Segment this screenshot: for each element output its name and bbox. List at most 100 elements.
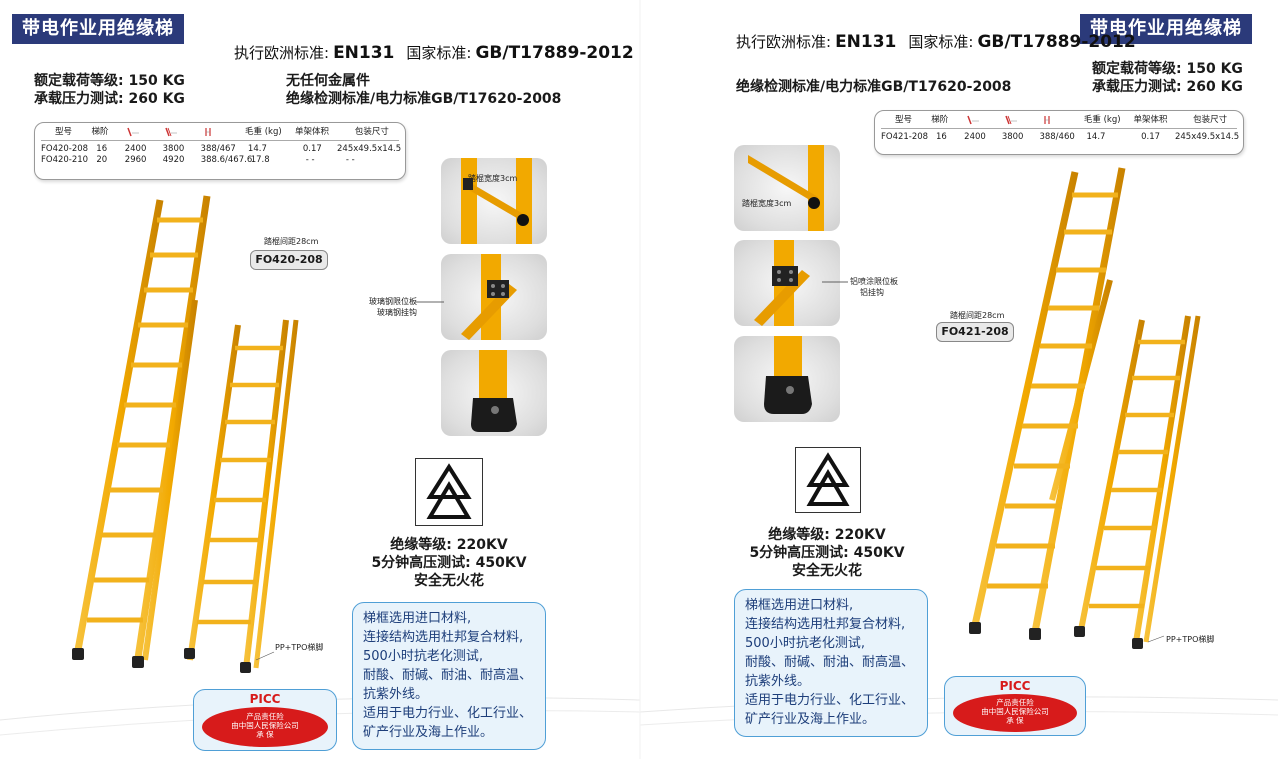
cell-weight: 17.8 (250, 155, 270, 165)
th-weight: 毛重 (kg) (245, 127, 282, 137)
picc-title: PICC (999, 679, 1031, 693)
feature-line: 适用于电力行业、化工行业、 (363, 706, 533, 721)
picc-line: 承 保 (256, 730, 274, 739)
right-limit-plate-label: 铝喷涂限位板 铝挂钩 (850, 276, 898, 298)
left-spark-free: 安全无火花 (414, 573, 484, 589)
left-limit-plate-label: 玻璃钢限位板 玻璃钢挂钩 (369, 296, 417, 318)
feature-line: 矿产行业及海上作业。 (363, 725, 494, 740)
left-picc-badge: PICC 产品责任险 由中国人民保险公司 承 保 (193, 689, 337, 751)
left-no-metal: 无任何金属件 (286, 73, 370, 89)
th-width-icon (203, 123, 245, 140)
left-hook-text: 玻璃钢挂钩 (377, 308, 417, 317)
cell-open: 4920 (162, 155, 185, 165)
left-callout-line (416, 301, 444, 303)
cell-model: FO420-208 (41, 144, 89, 154)
left-spec-table: 型号 梯阶 毛重 (kg) 单架体积 包装尺寸 FO420-208 16 240… (34, 122, 406, 180)
left-cn-label: 国家标准: (406, 44, 472, 62)
th-volume: 单架体积 (1133, 115, 1168, 125)
feature-line: 梯框选用进口材料, (745, 598, 854, 613)
feature-line: 抗紫外线。 (363, 687, 429, 702)
cell-closed: 2400 (964, 132, 986, 142)
left-eu-label: 执行欧洲标准: (234, 44, 330, 62)
right-hv-test: 5分钟高压测试: 450KV (749, 545, 905, 561)
right-ladder-illustration (969, 167, 1201, 649)
th-package: 包装尺寸 (1193, 115, 1228, 125)
cell-volume: 0.17 (302, 144, 322, 154)
double-triangle-icon (426, 463, 472, 519)
feature-line: 矿产行业及海上作业。 (745, 712, 876, 727)
right-features-box: 梯框选用进口材料, 连接结构选用杜邦复合材料, 500小时抗老化测试, 耐酸、耐… (734, 589, 928, 737)
left-model-tag: FO420-208 (250, 250, 328, 270)
cell-open: 3800 (162, 144, 185, 154)
right-picc-badge: PICC 产品责任险 由中国人民保险公司 承 保 (944, 676, 1086, 736)
right-cn-value: GB/T17889-2012 (977, 32, 1136, 52)
picc-line: 承 保 (1006, 716, 1024, 725)
cell-open: 3800 (1001, 132, 1024, 142)
left-rung-spacing-label: 踏棍间距28cm (264, 237, 319, 246)
right-insulation-symbol (795, 447, 861, 513)
left-insulation-level: 绝缘等级: 220KV (390, 537, 508, 553)
left-ladder-illustration (72, 195, 299, 673)
right-spark-free: 安全无火花 (792, 563, 862, 579)
left-features-box: 梯框选用进口材料, 连接结构选用杜邦复合材料, 500小时抗老化测试, 耐酸、耐… (352, 602, 546, 750)
left-pressure-test: 承载压力测试: 260 KG (34, 91, 185, 107)
left-hv-test: 5分钟高压测试: 450KV (371, 555, 527, 571)
th-width-icon (1042, 111, 1084, 128)
picc-line: 由中国人民保险公司 (231, 721, 299, 730)
left-banner: 带电作业用绝缘梯 (12, 14, 184, 44)
left-load-rating: 额定载荷等级: 150 KG (34, 73, 185, 89)
picc-oval: 产品责任险 由中国人民保险公司 承 保 (202, 707, 328, 747)
right-photo-foot (734, 336, 840, 422)
left-test-standard: 绝缘检测标准/电力标准GB/T17620-2008 (286, 91, 562, 107)
right-feet-label: PP+TPO梯脚 (1166, 635, 1215, 644)
right-callout-line (822, 281, 848, 283)
left-cn-value: GB/T17889-2012 (475, 43, 634, 63)
th-length-closed-icon (126, 123, 164, 140)
cell-package: 245x49.5x14.5 (1174, 132, 1240, 142)
right-table-header: 型号 梯阶 毛重 (kg) 单架体积 包装尺寸 (881, 111, 1237, 129)
right-photo-hook (734, 240, 840, 326)
right-banner: 带电作业用绝缘梯 (1080, 14, 1252, 44)
cell-steps: 20 (96, 155, 108, 165)
right-rung-width-label: 踏棍宽度3cm (742, 199, 792, 208)
th-steps: 梯阶 (931, 115, 949, 125)
cell-closed: 2960 (124, 155, 147, 165)
th-length-closed-icon (966, 111, 1004, 128)
double-triangle-icon (806, 452, 850, 506)
right-hook-text: 铝挂钩 (860, 288, 884, 297)
th-weight: 毛重 (kg) (1083, 115, 1121, 125)
feature-line: 500小时抗老化测试, (363, 649, 483, 664)
right-insulation-level: 绝缘等级: 220KV (768, 527, 886, 543)
feature-line: 连接结构选用杜邦复合材料, (363, 630, 524, 645)
right-load-rating: 额定载荷等级: 150 KG (1092, 61, 1243, 77)
th-volume: 单架体积 (294, 127, 329, 137)
table-row: FO421-208 16 2400 3800 388/460 14.7 0.17… (881, 132, 1240, 143)
left-photo-foot (441, 350, 547, 436)
picc-oval: 产品责任险 由中国人民保险公司 承 保 (953, 694, 1077, 732)
left-feet-label: PP+TPO梯脚 (275, 643, 324, 652)
feature-line: 耐酸、耐碱、耐油、耐高温、 (745, 655, 915, 670)
cell-width: 388.6/467.6 (200, 155, 253, 165)
cell-package: - - (345, 155, 355, 165)
cell-weight: 14.7 (247, 144, 267, 154)
cell-package: 245x49.5x14.5 (337, 144, 402, 154)
left-rung-width-label: 踏棍宽度3cm (468, 174, 518, 183)
tall-ladder (72, 195, 211, 668)
feature-line: 抗紫外线。 (745, 674, 811, 689)
right-spec-table: 型号 梯阶 毛重 (kg) 单架体积 包装尺寸 FO421-208 16 240… (874, 110, 1244, 155)
cell-volume: - - (305, 155, 315, 165)
picc-line: 由中国人民保险公司 (981, 707, 1049, 716)
left-eu-value: EN131 (333, 43, 395, 63)
short-ladder (1074, 315, 1201, 649)
th-length-open-icon (164, 123, 202, 140)
cell-weight: 14.7 (1086, 132, 1106, 142)
picc-line: 产品责任险 (246, 712, 284, 721)
cell-width: 388/460 (1039, 132, 1075, 142)
right-pressure-test: 承载压力测试: 260 KG (1092, 79, 1243, 95)
table-row: FO420-210 20 2960 4920 388.6/467.6 17.8 … (41, 155, 399, 166)
th-model: 型号 (895, 115, 913, 125)
right-photo-rung (734, 145, 840, 231)
cell-width: 388/467 (200, 144, 236, 154)
left-standard-line: 执行欧洲标准:EN131 国家标准:GB/T17889-2012 (234, 42, 646, 63)
